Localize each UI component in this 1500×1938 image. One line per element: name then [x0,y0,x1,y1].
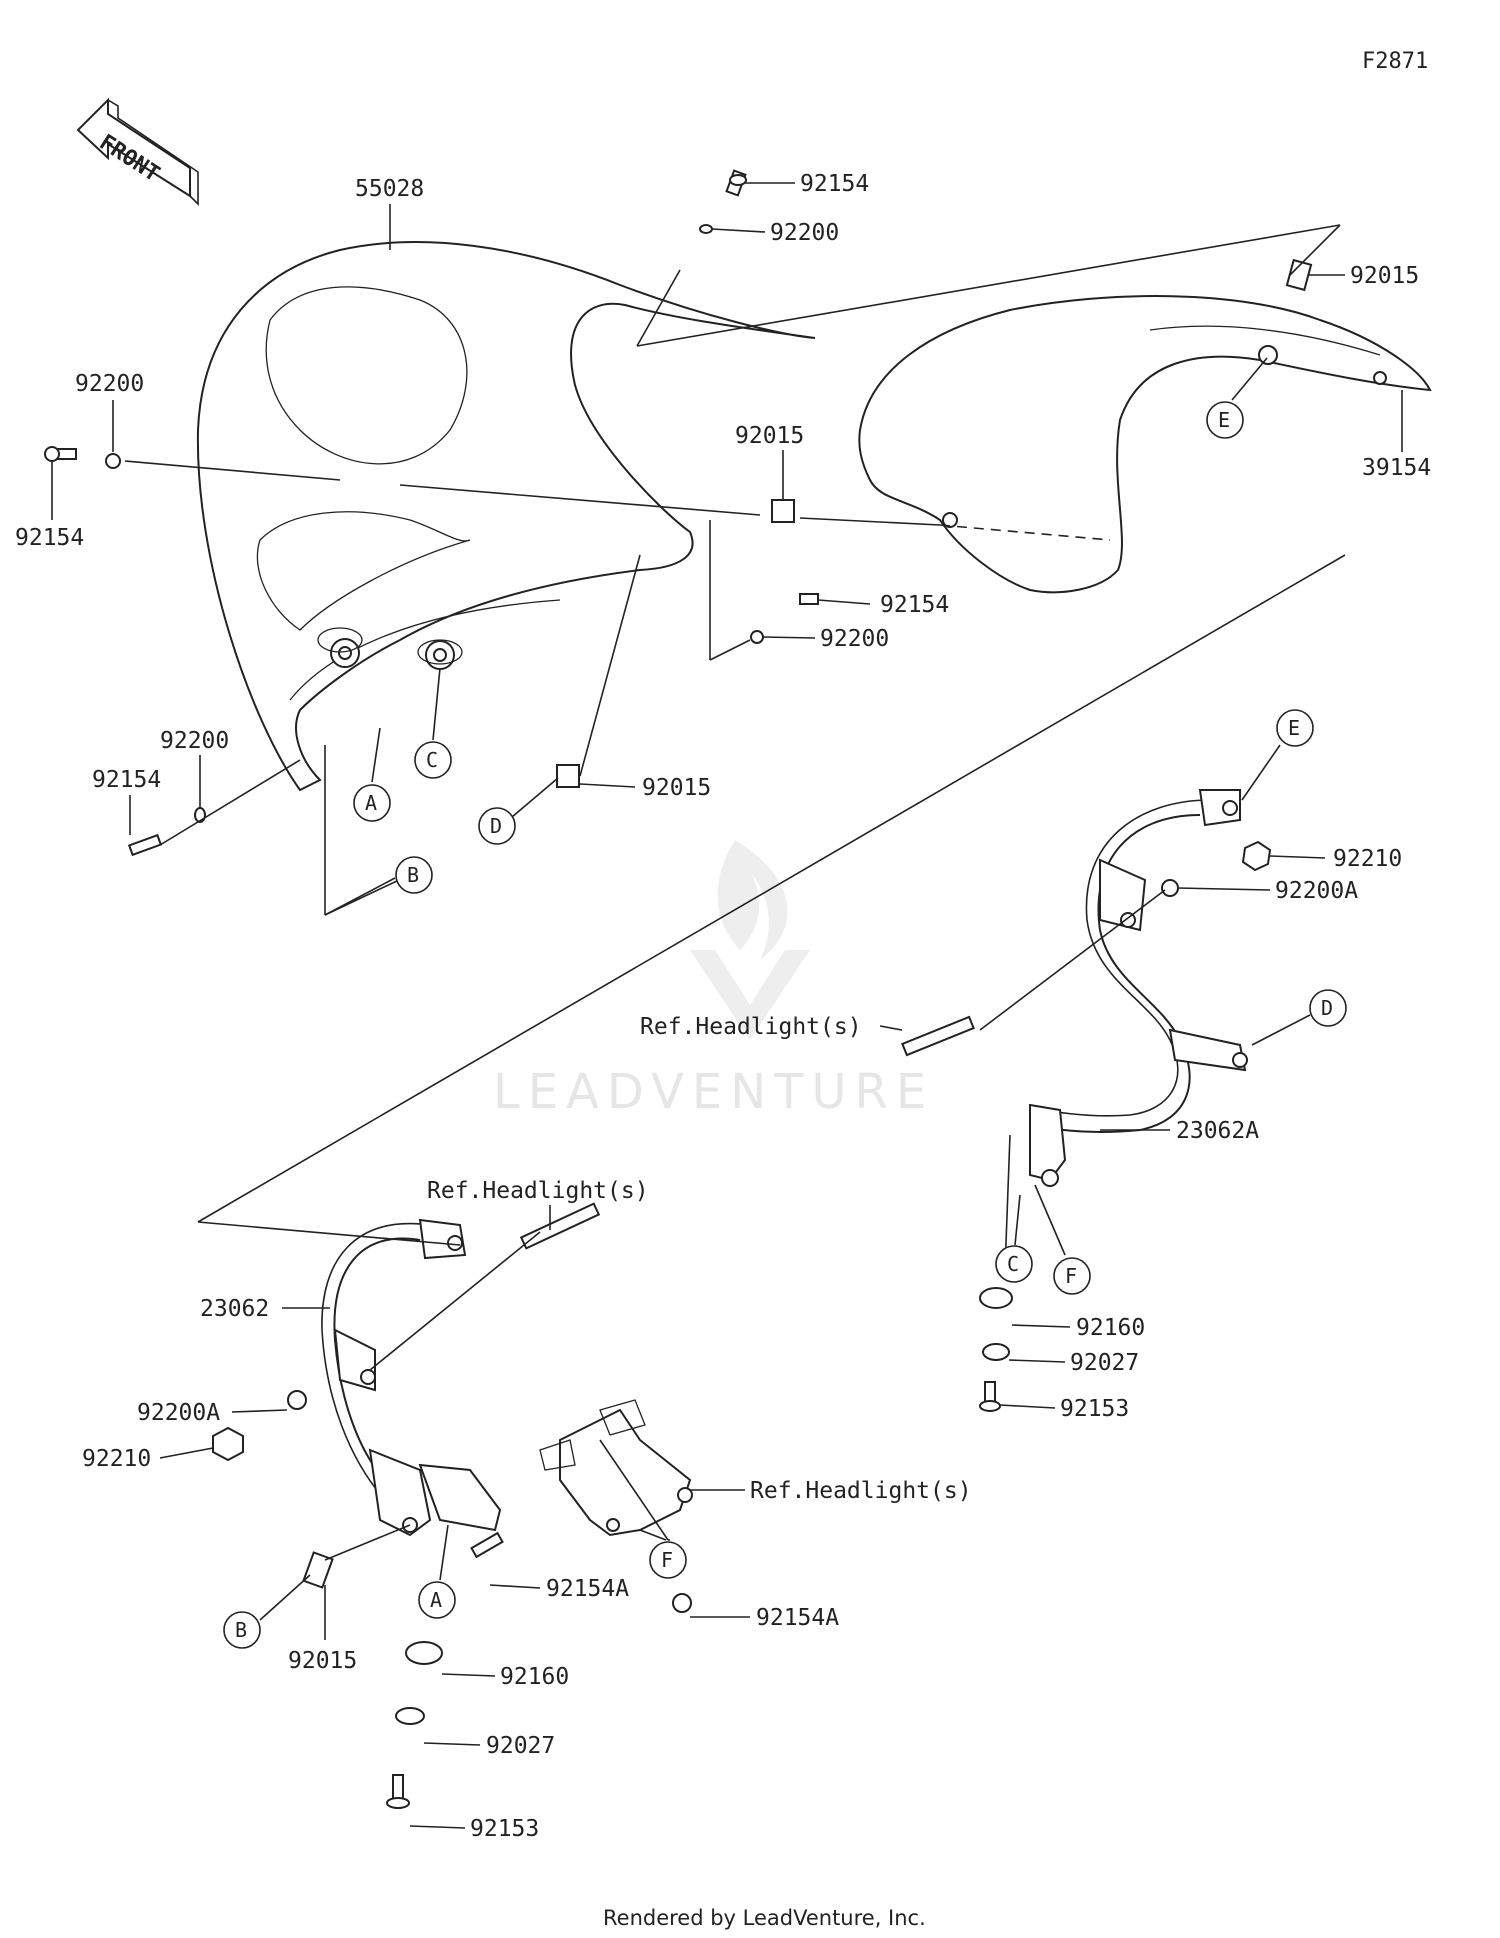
marker-c1: C [426,748,438,772]
callout-92015-b: 92015 [288,1648,357,1674]
callout-92200A-right: 92200A [1275,878,1358,904]
callout-92154A-a: 92154A [546,1576,629,1602]
marker-e2: E [1288,716,1300,740]
callout-92153-left: 92153 [470,1816,539,1842]
marker-e1: E [1218,408,1230,432]
watermark-text: LEADVENTURE [493,1064,934,1120]
ref-headlight-center: Ref.Headlight(s) [750,1478,972,1504]
callout-92027-left: 92027 [486,1733,555,1759]
bracket-23062A [1029,789,1248,1187]
callout-92160-right: 92160 [1076,1315,1145,1341]
callout-92154-top: 92154 [800,171,869,197]
callout-92210-left: 92210 [82,1446,151,1472]
marker-f3: F [661,1548,673,1572]
headlight-bracket [539,1399,693,1537]
bracket-23062 [321,1218,502,1537]
callout-92015-d: 92015 [642,775,711,801]
leader-lines [124,224,1346,1561]
ref-headlight-left: Ref.Headlight(s) [427,1178,649,1204]
hardware [44,169,1313,1809]
callout-55028: 55028 [355,176,424,202]
callout-92153-right: 92153 [1060,1396,1129,1422]
callout-92154-low: 92154 [92,767,161,793]
marker-d1: D [490,814,502,838]
marker-c2: C [1007,1252,1019,1276]
callout-92154-left: 92154 [15,525,84,551]
callout-23062: 23062 [200,1296,269,1322]
figure-id: F2871 [1362,49,1428,74]
windshield-55028 [196,241,816,792]
markers: A B C D E E D C F A B F [223,357,1347,1649]
callout-92200-left: 92200 [75,371,144,397]
watermark-v-icon [690,950,810,1040]
ref-headlight-right: Ref.Headlight(s) [640,1014,862,1040]
watermark: LEADVENTURE [493,840,934,1120]
marker-f2: F [1065,1264,1077,1288]
front-arrow-icon: FRONT [76,97,199,206]
callout-92015-mid: 92015 [735,423,804,449]
marker-a3: A [430,1588,442,1612]
cover-39154 [858,295,1432,594]
callout-92200A-left: 92200A [137,1400,220,1426]
callouts: 55028 92154 92200 92015 39154 92200 9215… [15,171,1431,1842]
callout-92200-top: 92200 [770,220,839,246]
callout-23062A: 23062A [1176,1118,1259,1144]
callout-92015-top: 92015 [1350,263,1419,289]
marker-d2: D [1321,996,1333,1020]
callout-92200-mid: 92200 [820,626,889,652]
callout-92027-right: 92027 [1070,1350,1139,1376]
marker-a1: A [365,791,377,815]
callout-92160-left: 92160 [500,1664,569,1690]
marker-b1: B [407,863,419,887]
callout-92210-right: 92210 [1333,846,1402,872]
callout-92154-mid: 92154 [880,592,949,618]
footer-credit: Rendered by LeadVenture, Inc. [603,1906,926,1930]
callout-92154A-f: 92154A [756,1605,839,1631]
marker-b3: B [235,1618,247,1642]
callout-39154: 39154 [1362,455,1431,481]
callout-92200-low: 92200 [160,728,229,754]
